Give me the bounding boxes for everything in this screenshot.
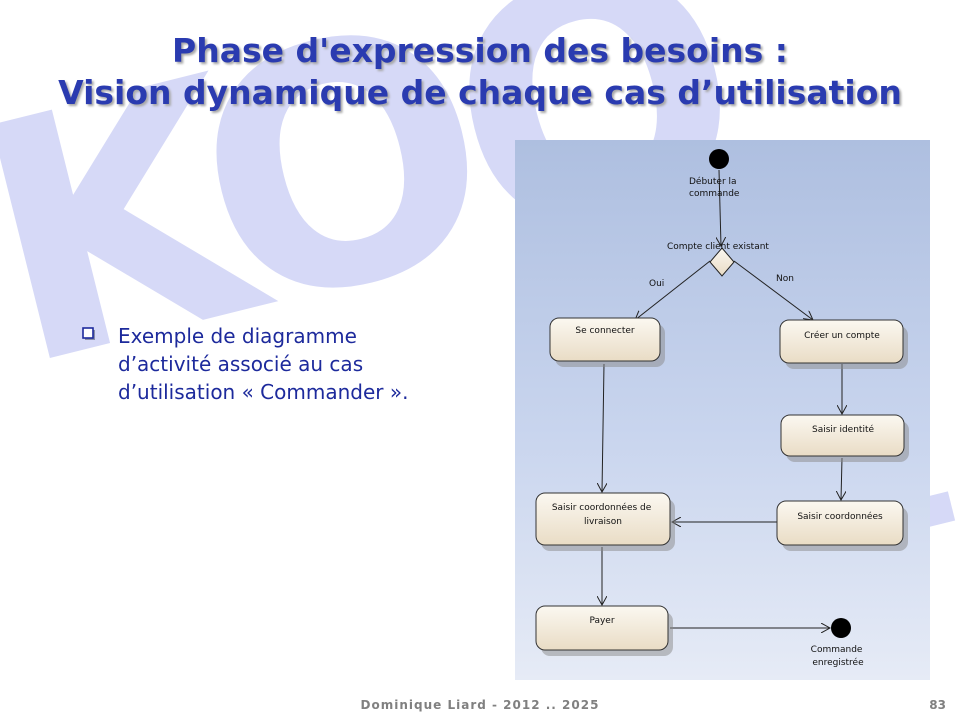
end-node xyxy=(831,618,851,638)
end-label: Commande enregistrée xyxy=(811,645,866,668)
decision-label: Compte client existant xyxy=(667,242,769,252)
edge-start-decision xyxy=(719,169,721,246)
activity-label: Saisir coordonnées xyxy=(797,511,883,522)
slide-title: Phase d'expression des besoins : Vision … xyxy=(0,30,960,114)
bullet-text: Exemple de diagramme d’activité associé … xyxy=(118,322,478,406)
footer-author: Dominique Liard - 2012 .. 2025 xyxy=(360,698,600,712)
page-number: 83 xyxy=(929,698,946,712)
edges xyxy=(602,169,842,628)
title-line-1: Phase d'expression des besoins : xyxy=(172,31,788,70)
edge-decision-connect xyxy=(635,260,711,320)
activity-creer-compte: Créer un compte xyxy=(779,319,908,369)
edge-decision-create xyxy=(733,260,813,320)
start-label: Débuter la commande xyxy=(689,176,740,199)
activity-label: Créer un compte xyxy=(804,330,880,341)
bullet-line: d’utilisation « Commander ». xyxy=(118,380,409,404)
start-node xyxy=(709,149,729,169)
checkbox-bullet-icon xyxy=(82,327,95,340)
bullet-line: d’activité associé au cas xyxy=(118,352,364,376)
activity-label: Payer xyxy=(589,616,614,626)
activity-saisir-livraison: Saisir coordonnées de livraison xyxy=(535,492,675,551)
guard-no: Non xyxy=(776,274,794,284)
activity-payer: Payer xyxy=(535,605,673,656)
activity-saisir-coordonnees: Saisir coordonnées xyxy=(776,500,908,551)
guard-yes: Oui xyxy=(649,279,664,289)
edge-identity-coordinates xyxy=(841,457,842,500)
activity-label: Saisir identité xyxy=(812,424,874,435)
activity-diagram: Débuter la commande Compte client exista… xyxy=(515,140,930,680)
activity-label: Se connecter xyxy=(575,326,635,336)
activity-diagram-canvas: Débuter la commande Compte client exista… xyxy=(535,149,909,668)
activity-se-connecter: Se connecter xyxy=(549,317,665,367)
activity-label: Saisir coordonnées de livraison xyxy=(552,502,654,527)
activity-saisir-identite: Saisir identité xyxy=(780,414,909,462)
title-line-2: Vision dynamique de chaque cas d’utilisa… xyxy=(58,73,902,112)
bullet-line: Exemple de diagramme xyxy=(118,324,357,348)
edge-connect-delivery xyxy=(602,363,604,492)
decision-node xyxy=(709,247,735,277)
